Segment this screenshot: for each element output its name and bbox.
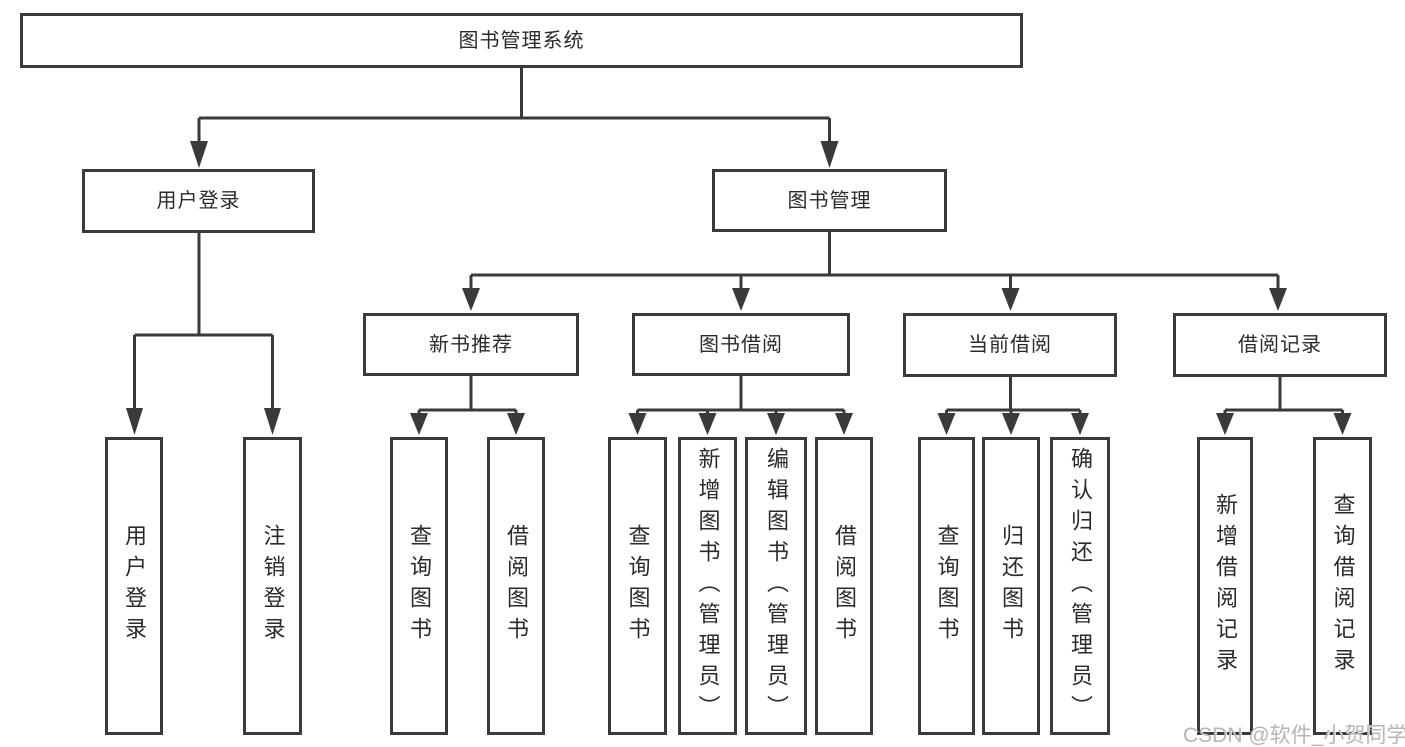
node-user-login-label: 用户登录 (156, 190, 241, 212)
connector-login-split (133, 233, 274, 410)
leaf-logout-label: 注销登录 (260, 524, 286, 648)
leaf-bb-edit-book-admin: 编辑图书（管理员） (745, 437, 807, 735)
connector-mgmt-split (469, 232, 1280, 289)
node-new-book-recommend: 新书推荐 (363, 313, 579, 376)
connector-newbook-split (417, 376, 518, 415)
connector-current-split (945, 377, 1082, 415)
node-current-borrow-label: 当前借阅 (968, 334, 1052, 356)
leaf-user-login: 用户登录 (105, 437, 163, 735)
connector-root-split (197, 68, 831, 142)
connector-records-split (1223, 377, 1344, 415)
node-current-borrow: 当前借阅 (903, 313, 1117, 377)
leaf-user-login-label: 用户登录 (122, 524, 147, 648)
node-book-borrow: 图书借阅 (632, 313, 850, 376)
node-system: 图书管理系统 (20, 13, 1023, 68)
leaf-bb-add-book-admin: 新增图书（管理员） (678, 437, 737, 735)
leaf-nb-borrow-books-label: 借阅图书 (504, 524, 529, 648)
node-borrow-records-label: 借阅记录 (1238, 334, 1322, 356)
leaf-bb-borrow-books: 借阅图书 (815, 437, 873, 735)
leaf-cb-return-books-label: 归还图书 (999, 524, 1024, 648)
leaf-bb-borrow-books-label: 借阅图书 (832, 524, 857, 648)
leaf-bb-add-book-admin-label: 新增图书（管理员） (695, 446, 721, 726)
node-book-management: 图书管理 (712, 169, 947, 232)
leaf-cb-query-books: 查询图书 (918, 437, 975, 735)
leaf-br-add-record-label: 新增借阅记录 (1213, 493, 1238, 679)
leaf-bb-query-books-label: 查询图书 (625, 524, 651, 648)
connector-borrow-split (636, 376, 846, 415)
leaf-nb-query-books-label: 查询图书 (407, 524, 432, 648)
leaf-br-add-record: 新增借阅记录 (1197, 437, 1253, 735)
arrowheads (126, 141, 1352, 435)
leaf-cb-confirm-return-admin: 确认归还（管理员） (1050, 437, 1110, 735)
leaf-logout: 注销登录 (243, 437, 302, 735)
leaf-cb-confirm-return-admin-label: 确认归还（管理员） (1068, 446, 1093, 726)
leaf-br-query-record: 查询借阅记录 (1313, 437, 1372, 735)
leaf-cb-query-books-label: 查询图书 (934, 524, 960, 648)
leaf-nb-borrow-books: 借阅图书 (487, 437, 545, 735)
csdn-watermark: CSDN @软件_小贺同学 (1183, 724, 1405, 747)
leaf-br-query-record-label: 查询借阅记录 (1330, 493, 1356, 679)
node-user-login: 用户登录 (82, 169, 315, 233)
node-book-borrow-label: 图书借阅 (699, 333, 783, 356)
leaf-cb-return-books: 归还图书 (982, 437, 1040, 735)
leaf-bb-query-books: 查询图书 (608, 437, 667, 735)
node-system-label: 图书管理系统 (458, 29, 585, 52)
leaf-nb-query-books: 查询图书 (390, 437, 448, 735)
node-borrow-records: 借阅记录 (1173, 313, 1387, 377)
node-new-book-recommend-label: 新书推荐 (429, 333, 513, 356)
node-book-management-label: 图书管理 (787, 189, 872, 212)
leaf-bb-edit-book-admin-label: 编辑图书（管理员） (764, 446, 789, 726)
